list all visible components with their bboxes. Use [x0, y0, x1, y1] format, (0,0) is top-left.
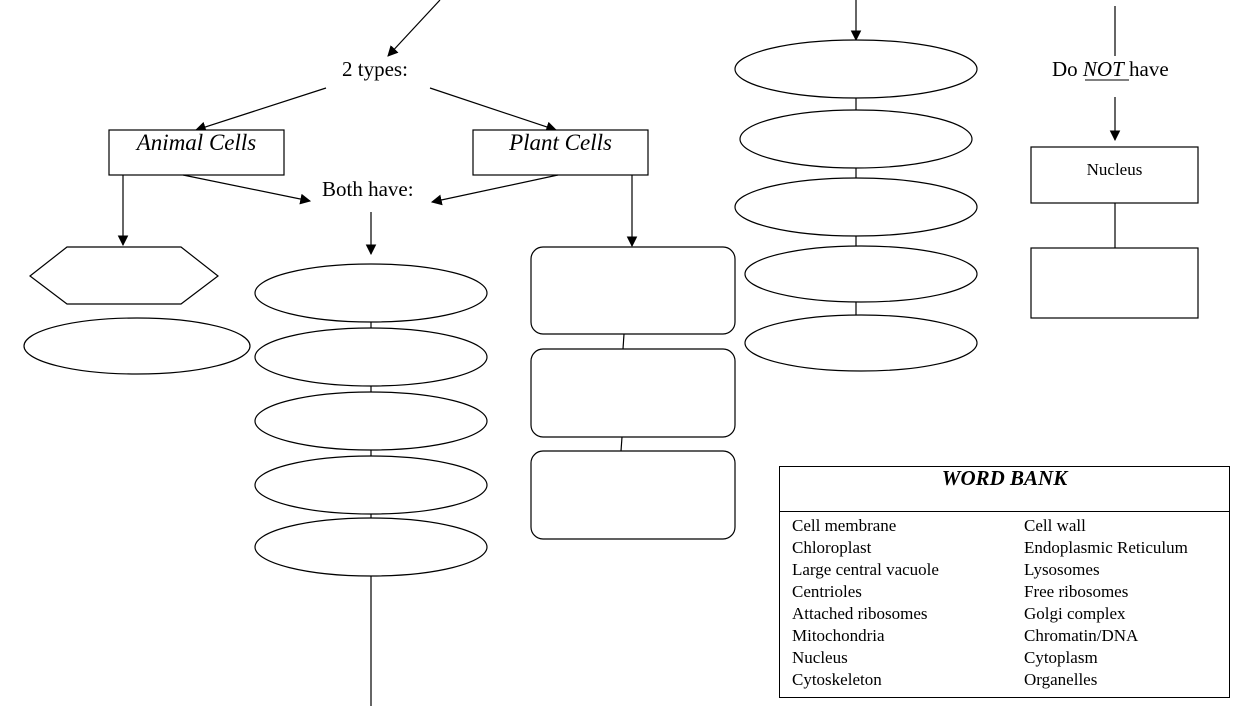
empty-box [1030, 247, 1199, 319]
plant-cells-box [472, 129, 649, 176]
word-bank-item: Attached ribosomes [792, 604, 928, 623]
do-not-have-label: Do NOT have [1052, 59, 1169, 80]
word-bank-item: Nucleus [792, 648, 848, 667]
plant-rounded-box-3 [530, 450, 736, 540]
word-bank-item: Lysosomes [1024, 560, 1100, 579]
arrow-into-two-types [387, 0, 441, 57]
arrow-to-animal [194, 87, 327, 133]
right-oval-1 [734, 39, 978, 99]
right-oval-3 [734, 177, 978, 237]
word-bank-item: Mitochondria [792, 626, 885, 645]
word-bank-item: Cell wall [1024, 516, 1086, 535]
right-oval-5 [744, 314, 978, 372]
word-bank-item: Organelles [1024, 670, 1098, 689]
animal-oval [23, 317, 251, 375]
do-not-have-prefix: Do [1052, 57, 1083, 81]
animal-hexagon [29, 246, 219, 305]
word-bank-item: Large central vacuole [792, 560, 939, 579]
animal-cells-box [108, 129, 285, 176]
both-have-label: Both have: [322, 177, 414, 201]
word-bank-item: Centrioles [792, 582, 862, 601]
arrow-plant-to-both [430, 174, 559, 206]
arrow-to-plant [429, 87, 558, 133]
word-bank-title: WORD BANK [780, 467, 1229, 512]
word-bank-item: Cell membrane [792, 516, 897, 535]
plant-rounded-box-1 [530, 246, 736, 335]
right-oval-2 [739, 109, 973, 169]
right-oval-4 [744, 245, 978, 303]
do-not-have-suffix: have [1123, 57, 1169, 81]
both-oval-3 [254, 391, 488, 451]
nucleus-label: Nucleus [1086, 160, 1143, 179]
plant-rounded-box-2 [530, 348, 736, 438]
word-bank-item: Cytoplasm [1024, 648, 1098, 667]
two-types-label: 2 types: [342, 57, 408, 81]
word-bank-item: Chloroplast [792, 538, 872, 557]
both-oval-2 [254, 327, 488, 387]
plant-cells-title: Plant Cells [509, 130, 612, 155]
animal-cells-title: Animal Cells [136, 130, 257, 155]
word-bank-item: Golgi complex [1024, 604, 1126, 623]
word-bank: WORD BANK Cell membrane Chloroplast Larg… [779, 466, 1230, 698]
word-bank-item: Cytoskeleton [792, 670, 882, 689]
word-bank-item: Endoplasmic Reticulum [1024, 538, 1188, 557]
do-not-have-not: NOT [1082, 57, 1124, 81]
word-bank-item: Free ribosomes [1024, 582, 1129, 601]
word-bank-right-column: Cell wall Endoplasmic Reticulum Lysosome… [1024, 515, 1188, 691]
both-oval-4 [254, 455, 488, 515]
nucleus-box [1030, 146, 1199, 204]
both-oval-1 [254, 263, 488, 323]
word-bank-left-column: Cell membrane Chloroplast Large central … [792, 515, 939, 691]
arrow-animal-to-both [182, 174, 312, 205]
word-bank-item: Chromatin/DNA [1024, 626, 1139, 645]
both-oval-5 [254, 517, 488, 577]
